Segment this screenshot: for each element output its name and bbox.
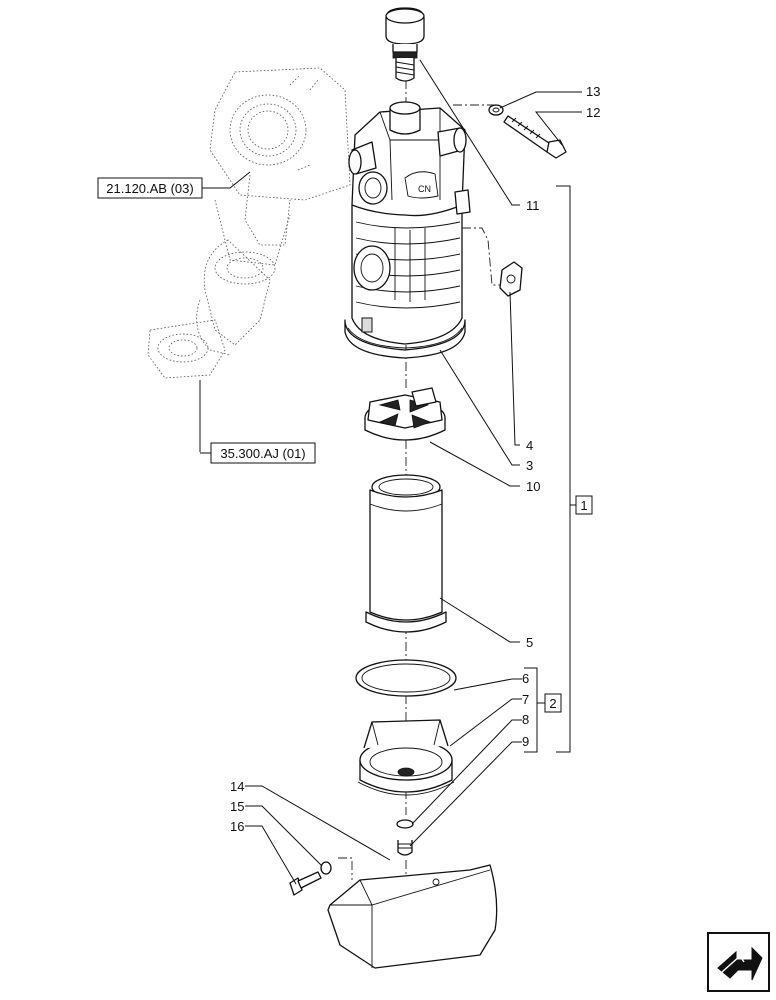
- callout-9: 9: [522, 734, 529, 749]
- reference-box-bottom[interactable]: 35.300.AJ (01): [200, 442, 316, 464]
- callout-10: 10: [526, 479, 540, 494]
- part-4-clip: [499, 261, 523, 297]
- group-2-label: 2: [549, 696, 556, 711]
- callout-6: 6: [522, 671, 529, 686]
- svg-text:CN: CN: [418, 184, 431, 194]
- part-14-guard: [327, 864, 498, 969]
- part-16-screw: [289, 871, 322, 896]
- group-1-label: 1: [580, 498, 587, 513]
- reference-link-bottom[interactable]: 35.300.AJ (01): [220, 446, 305, 461]
- callout-12: 12: [586, 105, 600, 120]
- part-12-bolt: [503, 115, 567, 159]
- part-11-cap-indicator: [385, 7, 425, 82]
- callout-14: 14: [230, 779, 244, 794]
- part-15-washer: [320, 861, 332, 875]
- callout-11: 11: [526, 198, 540, 213]
- group-1-box: [575, 495, 593, 515]
- ghost-housing-assembly: [147, 67, 351, 379]
- callout-4: 4: [526, 438, 533, 453]
- part-3-filter-housing: CN: [344, 101, 471, 359]
- group-bracket-2: 2: [524, 667, 562, 753]
- part-5-filter-element: [365, 474, 447, 633]
- leader-lines: [199, 59, 582, 885]
- group-bracket-1: 1: [556, 185, 593, 753]
- callout-8: 8: [522, 712, 529, 727]
- part-7-bowl-cover: [357, 719, 455, 796]
- group-2-box: [544, 693, 562, 713]
- callout-16: 16: [230, 819, 244, 834]
- callout-labels: 13 12 11 4 3 10 5 6 7 8 9 14 15 16: [230, 84, 600, 834]
- callout-5: 5: [526, 635, 533, 650]
- callout-7: 7: [522, 692, 529, 707]
- part-9-drain-plug: [397, 840, 413, 856]
- reference-link-top[interactable]: 21.120.AB (03): [106, 181, 193, 196]
- callout-3: 3: [526, 458, 533, 473]
- part-6-o-ring: [355, 659, 457, 697]
- part-13-washer: [488, 104, 504, 116]
- callout-15: 15: [230, 799, 244, 814]
- reference-box-top[interactable]: 21.120.AB (03): [97, 177, 203, 199]
- callout-13: 13: [586, 84, 600, 99]
- part-10-vane-insert: [364, 387, 446, 441]
- next-page-arrow-icon[interactable]: [707, 932, 770, 992]
- part-8-seal: [396, 819, 414, 829]
